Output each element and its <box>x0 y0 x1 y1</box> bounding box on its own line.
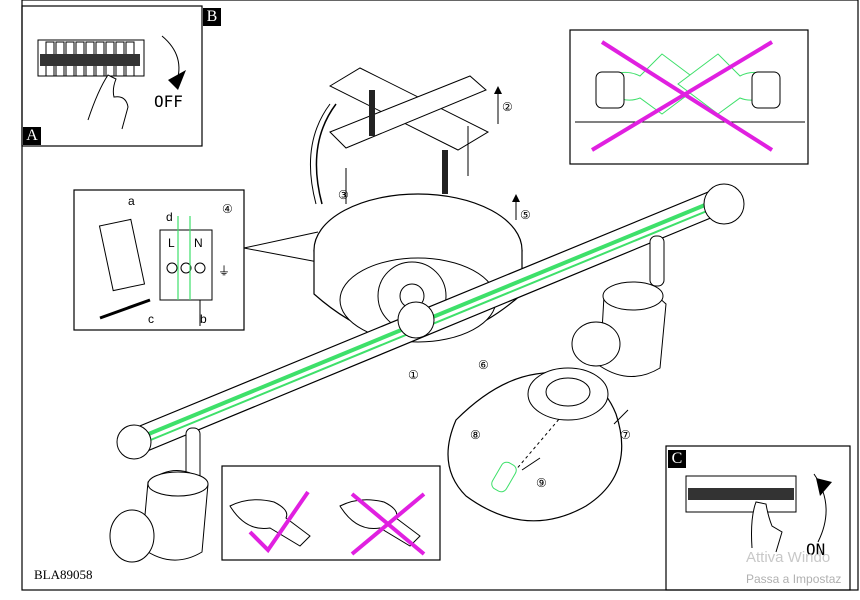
mounting-bracket <box>309 67 490 205</box>
os-activation-watermark-sub: Passa a Impostaz <box>746 572 842 586</box>
wire-label-c: c <box>148 312 154 326</box>
panel-a-tag: A <box>23 127 41 145</box>
bulb-icon <box>491 461 517 493</box>
wire-label-b: b <box>200 312 207 326</box>
switch-on-label: ON <box>806 540 826 559</box>
panel-handling-instructions <box>221 465 441 561</box>
forbidden-cross-line-1 <box>600 40 774 152</box>
light-bar <box>116 183 745 460</box>
ground-icon: ⏚ <box>218 264 231 278</box>
shade-with-bulb <box>447 367 623 522</box>
terminal-cover <box>98 218 146 292</box>
switch-off-label: OFF <box>154 92 183 111</box>
spotlight-right <box>571 235 667 377</box>
forbidden-x-line-2 <box>350 492 426 556</box>
step-4-marker: ④ <box>222 202 233 216</box>
panel-incorrect-orientation <box>569 29 809 165</box>
os-activation-watermark: Attiva Windo <box>746 549 831 566</box>
panel-b-tag: B <box>203 8 221 26</box>
panel-b-switch-off <box>21 5 203 147</box>
step-6-marker: ⑥ <box>478 358 489 372</box>
wire-label-a: a <box>128 194 135 208</box>
step-5-marker: ⑤ <box>520 208 531 222</box>
step-1-marker: ① <box>408 368 419 382</box>
step-8-marker: ⑧ <box>470 428 481 442</box>
step-2-marker: ② <box>502 100 513 114</box>
check-icon <box>248 490 310 554</box>
hand-icon <box>87 74 129 130</box>
forbidden-cross-line-2 <box>590 40 774 152</box>
product-code: BLA89058 <box>34 567 93 582</box>
arrow-step-9 <box>521 457 541 471</box>
step-7-marker: ⑦ <box>620 428 631 442</box>
screwdriver-icon <box>99 298 151 320</box>
spotlight-left <box>109 427 209 563</box>
breaker-switches-icon <box>40 41 140 77</box>
terminal-n-label: N <box>194 236 203 250</box>
terminal-l-label: L <box>168 236 175 250</box>
arrow-step-7 <box>613 409 629 425</box>
step-9-marker: ⑨ <box>536 476 547 490</box>
step-3-marker: ③ <box>338 188 349 202</box>
wire-label-d: d <box>166 210 173 224</box>
panel-c-switch-on <box>665 445 851 591</box>
panel-c-tag: C <box>668 450 686 468</box>
panel-a-wiring-detail <box>73 189 319 331</box>
